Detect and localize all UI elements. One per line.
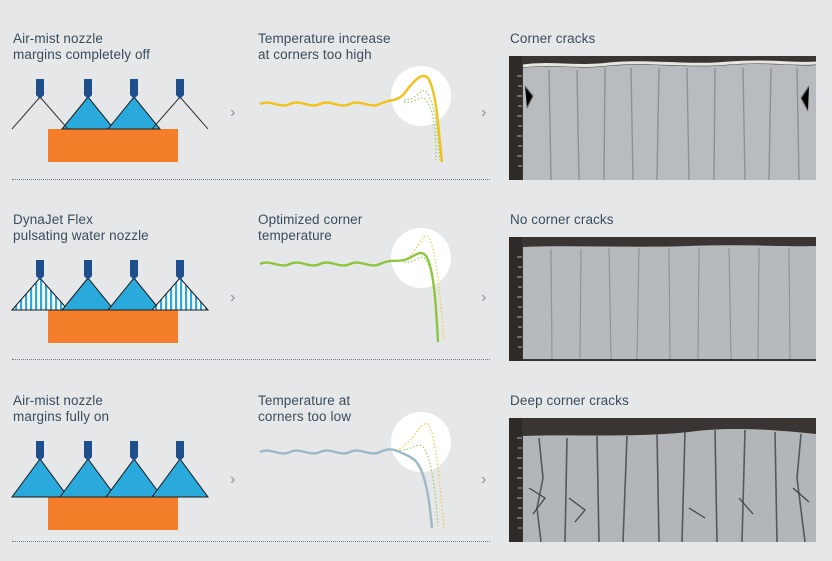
temperature-label-row1: Temperature increase at corners too high	[258, 31, 391, 62]
nozzle	[130, 441, 138, 457]
spray-cone	[60, 96, 116, 130]
spray-cone	[59, 458, 117, 498]
chevron-right-icon: ›	[230, 104, 236, 121]
nozzle-label-row3: Air-mist nozzle margins fully on	[13, 393, 110, 424]
spray-cone	[106, 96, 162, 130]
nozzle	[36, 79, 44, 95]
spray-cone	[106, 277, 162, 311]
result-label-row2: No corner cracks	[510, 212, 614, 227]
nozzle	[84, 441, 92, 457]
spray-cone	[11, 458, 69, 498]
row-separator	[12, 359, 490, 360]
spray-cone	[151, 458, 209, 498]
temperature-curve-row3	[259, 412, 451, 529]
nozzle	[176, 441, 184, 457]
deep-corner-cracks-photo	[509, 418, 816, 543]
nozzle	[84, 260, 92, 276]
nozzle-diagram-row2	[10, 260, 210, 343]
corner-cracks-photo	[509, 56, 817, 181]
nozzle	[130, 79, 138, 95]
nozzle-label-row2: DynaJet Flex pulsating water nozzle	[13, 212, 149, 243]
temperature-curve-row1	[259, 66, 451, 163]
chevron-right-icon: ›	[481, 471, 487, 488]
nozzle	[176, 260, 184, 276]
pulsating-spray-cone	[150, 277, 210, 311]
temperature-label-row3: Temperature at corners too low	[258, 393, 352, 424]
nozzle	[84, 79, 92, 95]
nozzle-label-row1: Air-mist nozzle margins completely off	[13, 31, 151, 62]
nozzle	[36, 260, 44, 276]
chevron-right-icon: ›	[481, 289, 487, 306]
slab	[48, 129, 178, 162]
nozzle	[130, 260, 138, 276]
temperature-curve	[259, 74, 444, 163]
nozzle	[176, 79, 184, 95]
spray-cone	[105, 458, 163, 498]
nozzle	[36, 441, 44, 457]
slab	[48, 310, 178, 343]
chevron-right-icon: ›	[230, 471, 236, 488]
slab	[48, 497, 178, 530]
result-label-row1: Corner cracks	[510, 31, 596, 46]
chevron-right-icon: ›	[230, 289, 236, 306]
pulsating-spray-cone	[10, 277, 70, 311]
temperature-label-row2: Optimized corner temperature	[258, 212, 363, 243]
temperature-curve-row2	[259, 228, 451, 343]
spray-cone	[60, 277, 116, 311]
no-corner-cracks-photo	[509, 237, 816, 361]
nozzle-diagram-row1	[11, 79, 209, 162]
nozzle-diagram-row3	[11, 441, 209, 530]
temperature-curve	[259, 251, 440, 343]
row-separator	[12, 179, 490, 180]
chevron-right-icon: ›	[481, 104, 487, 121]
temperature-curve	[259, 448, 434, 529]
result-label-row3: Deep corner cracks	[510, 393, 629, 408]
row-separator	[12, 541, 490, 542]
